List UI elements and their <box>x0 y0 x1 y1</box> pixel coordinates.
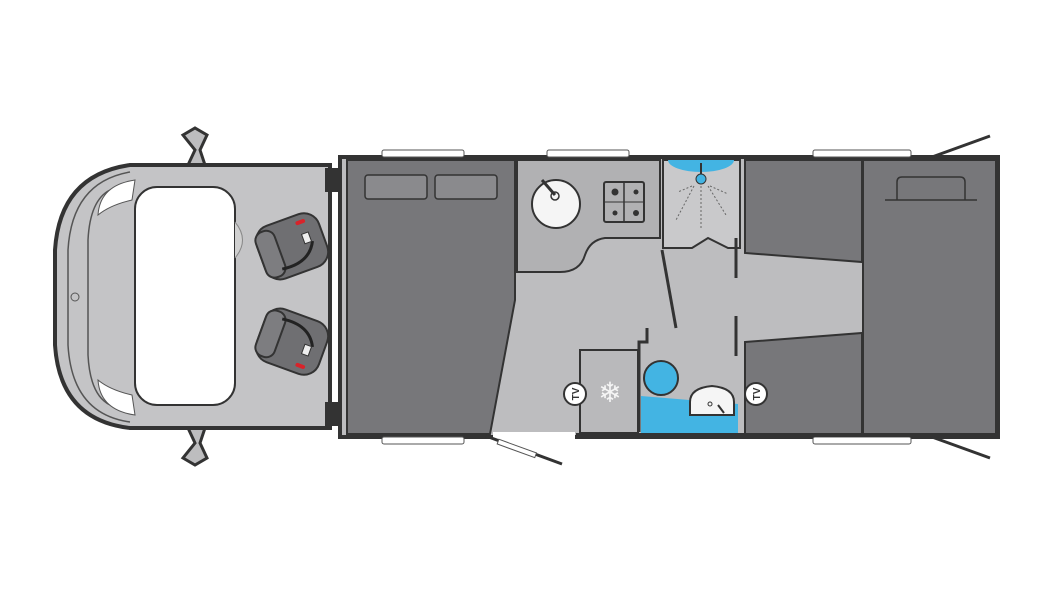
left-mirror <box>180 126 209 167</box>
rear-bed-top <box>744 159 863 264</box>
window <box>812 436 912 445</box>
cushion <box>434 174 498 200</box>
fridge <box>579 349 639 434</box>
passenger-seat <box>254 307 330 376</box>
driver-seat <box>254 212 330 281</box>
rear-bed <box>862 159 997 436</box>
pillow <box>885 176 977 201</box>
toilet-icon <box>643 360 679 396</box>
rear-door-top[interactable] <box>931 134 991 159</box>
shower-head-icon <box>675 163 729 228</box>
headlight-right <box>97 378 136 416</box>
hob-icon <box>603 181 645 223</box>
washbasin-icon <box>689 384 735 416</box>
tv-icon: TV <box>563 382 587 406</box>
entrance-door[interactable] <box>485 434 563 466</box>
right-mirror <box>180 426 209 467</box>
cab <box>53 163 345 430</box>
window <box>812 149 912 158</box>
snowflake-icon: ❄ <box>598 376 621 409</box>
headlight-left <box>97 179 136 217</box>
cushion <box>364 174 428 200</box>
washroom-door[interactable] <box>660 249 678 329</box>
tv-label: TV <box>752 387 763 400</box>
windscreen <box>134 186 236 406</box>
rear-door-bottom[interactable] <box>931 435 991 460</box>
window <box>546 149 630 158</box>
rear-bed-bottom <box>744 331 863 435</box>
sink-icon <box>531 179 581 229</box>
front-lounge-seating <box>346 159 516 435</box>
window <box>381 149 465 158</box>
tv-label: TV <box>571 387 582 400</box>
window <box>381 436 465 445</box>
tv-icon: TV <box>744 382 768 406</box>
